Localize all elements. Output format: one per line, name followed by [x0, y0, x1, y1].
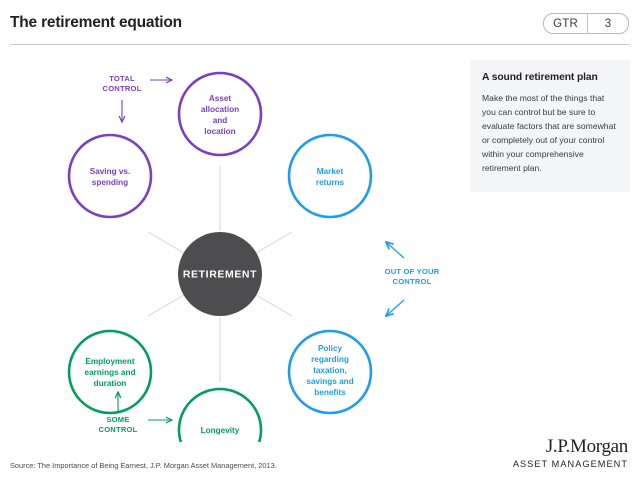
diagram-spokes [147, 166, 293, 382]
source-note: Source: The Importance of Being Earnest,… [10, 461, 277, 470]
spoke-employment-earnings [147, 294, 185, 317]
annotation-total-control-line-1: TOTAL [109, 74, 135, 83]
node-asset-allocation-line-2: allocation [201, 105, 239, 114]
annotation-some-control-line-2: CONTROL [99, 425, 138, 434]
annotation-total-control: TOTAL CONTROL [103, 74, 172, 122]
header-divider [10, 44, 630, 45]
arrow-out-of-control-downleft [386, 299, 405, 316]
node-asset-allocation-line-3: and [213, 116, 228, 125]
logo-wordmark: J.P.Morgan [545, 436, 628, 457]
callout-body: Make the most of the things that you can… [482, 93, 616, 173]
badge-label: GTR [553, 17, 578, 30]
annotation-some-control-line-1: SOME [106, 415, 129, 424]
node-saving-vs-spending-line-2: spending [92, 178, 128, 187]
node-policy-line-2: regarding [311, 355, 349, 364]
node-market-returns: Market returns [287, 133, 373, 219]
hub-retirement: RETIREMENT [178, 232, 262, 316]
annotation-out-of-your-control-line-1: OUT OF YOUR [385, 267, 440, 276]
arrow-out-of-control-upleft [386, 242, 405, 259]
node-policy-line-4: savings and [306, 377, 353, 386]
spoke-market-returns [255, 231, 293, 254]
node-employment-earnings-line-1: Employment [85, 357, 134, 366]
annotation-out-of-your-control-line-2: CONTROL [393, 277, 432, 286]
spoke-policy [255, 294, 293, 317]
node-policy: Policy regarding taxation, savings and b… [287, 329, 373, 415]
annotation-total-control-line-2: CONTROL [103, 84, 142, 93]
hub-label: RETIREMENT [183, 269, 257, 281]
node-asset-allocation-line-4: location [204, 127, 235, 136]
node-employment-earnings-line-3: duration [94, 379, 127, 388]
logo-tagline: ASSET MANAGEMENT [512, 459, 628, 469]
spoke-saving-vs-spending [147, 231, 185, 254]
node-employment-earnings-line-2: earnings and [85, 368, 136, 377]
node-market-returns-line-1: Market [317, 167, 344, 176]
node-longevity-line-1: Longevity [201, 426, 240, 435]
page-badge: GTR 3 [543, 13, 629, 34]
badge-page-number: 3 [587, 14, 628, 33]
annotation-some-control: SOME CONTROL [99, 392, 172, 434]
node-policy-line-5: benefits [314, 388, 346, 397]
node-longevity: Longevity [177, 387, 263, 442]
page-title: The retirement equation [10, 14, 182, 31]
node-market-returns-line-2: returns [316, 178, 345, 187]
retirement-equation-diagram: RETIREMENT Asset allocation and location… [0, 46, 470, 442]
annotation-out-of-your-control: OUT OF YOUR CONTROL [385, 242, 440, 316]
page-header: The retirement equation GTR 3 [0, 0, 640, 46]
node-asset-allocation: Asset allocation and location [177, 71, 263, 157]
sidebar-callout: A sound retirement plan Make the most of… [470, 60, 630, 192]
node-saving-vs-spending: Saving vs. spending [67, 133, 153, 219]
node-employment-earnings: Employment earnings and duration [67, 329, 153, 415]
node-policy-line-1: Policy [318, 344, 343, 353]
node-policy-line-3: taxation, [313, 366, 347, 375]
node-saving-vs-spending-line-1: Saving vs. [90, 167, 131, 176]
jpmorgan-logo: J.P.Morgan ASSET MANAGEMENT [513, 437, 628, 469]
node-asset-allocation-line-1: Asset [209, 94, 232, 103]
callout-title: A sound retirement plan [482, 72, 598, 83]
